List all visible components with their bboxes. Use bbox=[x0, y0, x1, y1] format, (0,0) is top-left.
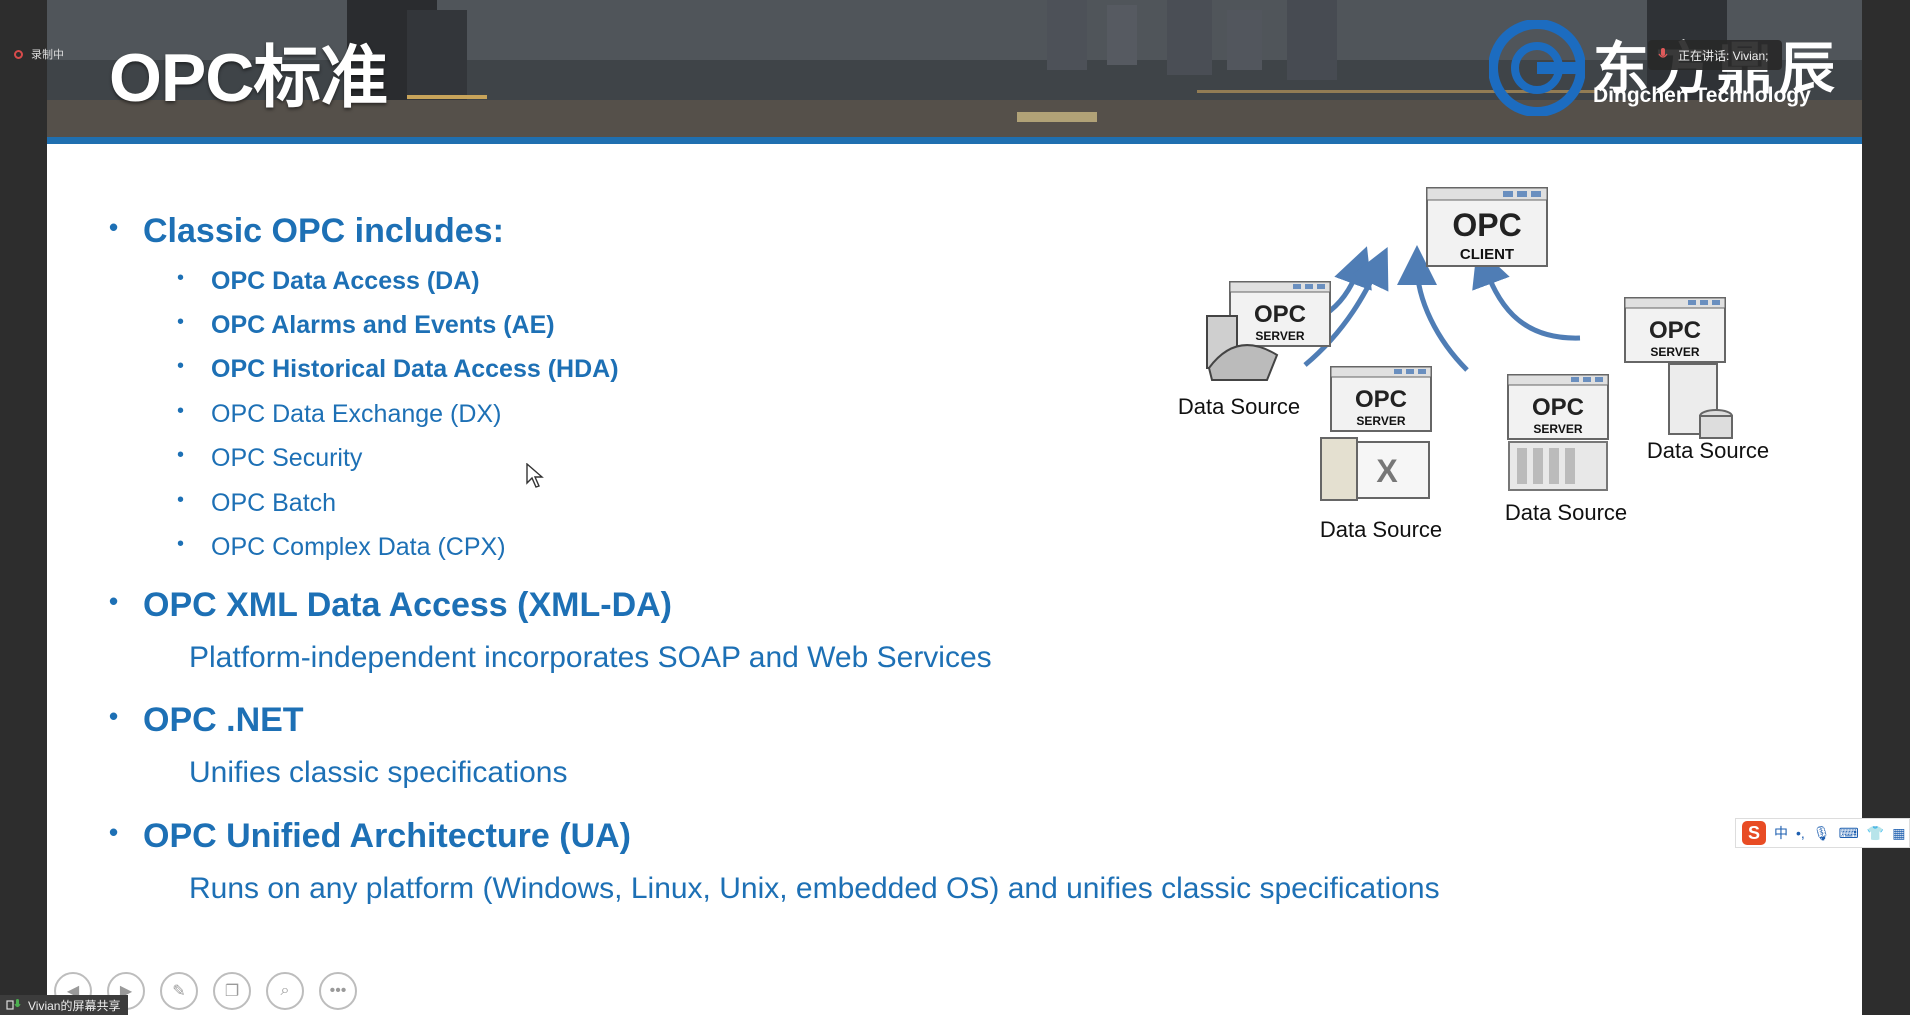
data-source-label: Data Source bbox=[1320, 517, 1442, 542]
spreadsheet-x-glyph: X bbox=[1376, 453, 1398, 489]
opc-client-window: OPC CLIENT bbox=[1426, 187, 1548, 267]
recording-indicator[interactable]: 录制中 bbox=[14, 46, 64, 62]
record-icon bbox=[14, 49, 23, 59]
keyboard-icon[interactable]: ⌨ bbox=[1838, 824, 1859, 841]
speaker-indicator: 正在讲话: Vivian; bbox=[1648, 40, 1783, 70]
screen-share-label: Vivian的屏幕共享 bbox=[0, 995, 129, 1015]
pen-icon: ✎ bbox=[172, 983, 186, 1000]
sub-bullet-label: OPC Data Access (DA) bbox=[211, 267, 480, 295]
sub-bullet-label: OPC Historical Data Access (HDA) bbox=[211, 355, 619, 383]
data-source-label: Data Source bbox=[1505, 500, 1627, 525]
server-logo-text: OPC bbox=[1649, 317, 1701, 344]
sub-bullet-label: OPC Alarms and Events (AE) bbox=[211, 311, 555, 339]
share-label-text: Vivian的屏幕共享 bbox=[28, 998, 121, 1013]
logo-english-name: Dingchen Technology bbox=[1593, 84, 1811, 107]
zoom-icon: ⌕ bbox=[280, 982, 290, 999]
skin-icon[interactable]: 👕 bbox=[1866, 824, 1885, 841]
slide-banner: OPC标准 东方鼎辰 Dingchen Technology bbox=[47, 0, 1862, 137]
sub-bullet-label: OPC Complex Data (CPX) bbox=[211, 533, 506, 561]
bullet-classic-opc-label: Classic OPC includes: bbox=[143, 212, 504, 250]
opc-server-window: OPC SERVER bbox=[1229, 281, 1331, 347]
server-label: SERVER bbox=[1533, 422, 1582, 436]
spreadsheet-pc-icon: X bbox=[1320, 437, 1430, 501]
database-server-icon bbox=[1668, 363, 1733, 439]
meeting-left-bar bbox=[0, 0, 47, 1015]
data-source-label: Data Source bbox=[1647, 438, 1769, 463]
data-source-label: Data Source bbox=[1178, 394, 1300, 419]
mouse-cursor-icon bbox=[526, 463, 544, 488]
share-mic-icon bbox=[6, 999, 21, 1010]
bullet-opc-ua-description: Runs on any platform (Windows, Linux, Un… bbox=[189, 872, 1440, 905]
server-logo-text: OPC bbox=[1532, 394, 1584, 421]
bullet-xml-da-label: OPC XML Data Access (XML-DA) bbox=[143, 586, 672, 624]
ime-mode-toggle[interactable]: 中 bbox=[1774, 825, 1788, 841]
plc-rack-icon bbox=[1508, 441, 1608, 491]
zoom-button[interactable]: ⌕ bbox=[266, 972, 304, 1010]
ime-punct-toggle[interactable]: •, bbox=[1796, 825, 1805, 841]
recording-label: 录制中 bbox=[31, 49, 64, 61]
sub-bullet-label: OPC Security bbox=[211, 444, 363, 472]
server-logo-text: OPC bbox=[1355, 386, 1407, 413]
sogou-logo-icon[interactable]: S bbox=[1742, 821, 1766, 845]
opc-architecture-diagram: OPC CLIENT OPC SERVER Data Source OPC SE… bbox=[1178, 187, 1769, 542]
bullet-opc-net-description: Unifies classic specifications bbox=[189, 756, 568, 789]
client-logo-text: OPC bbox=[1452, 207, 1521, 243]
server-label: SERVER bbox=[1255, 329, 1304, 343]
more-button[interactable]: ••• bbox=[319, 972, 357, 1010]
server-label: SERVER bbox=[1356, 414, 1405, 428]
opc-server-window: OPC SERVER bbox=[1624, 297, 1726, 363]
bullet-opc-ua-label: OPC Unified Architecture (UA) bbox=[143, 817, 632, 855]
apps-icon[interactable]: ▦ bbox=[1892, 824, 1906, 841]
company-logo-mark-icon bbox=[1489, 20, 1585, 116]
pages-icon: ❐ bbox=[224, 983, 240, 1000]
opc-server-window: OPC SERVER bbox=[1330, 366, 1432, 432]
opc-server-window: OPC SERVER bbox=[1507, 374, 1609, 440]
data-arrow bbox=[1472, 246, 1581, 341]
microphone-icon bbox=[1658, 48, 1668, 58]
pen-button[interactable]: ✎ bbox=[160, 972, 198, 1010]
pages-button[interactable]: ❐ bbox=[213, 972, 251, 1010]
mic-icon[interactable]: 🎙 bbox=[1812, 824, 1831, 841]
bullet-opc-net-label: OPC .NET bbox=[143, 701, 304, 739]
meeting-right-bar bbox=[1862, 0, 1910, 1015]
sub-bullet-label: OPC Batch bbox=[211, 489, 337, 517]
client-label: CLIENT bbox=[1460, 246, 1514, 263]
sub-bullet-label: OPC Data Exchange (DX) bbox=[211, 400, 502, 428]
data-arrow bbox=[1303, 246, 1389, 367]
bullet-xml-da-description: Platform-independent incorporates SOAP a… bbox=[189, 641, 992, 674]
server-logo-text: OPC bbox=[1254, 301, 1306, 328]
slide-title: OPC标准 bbox=[109, 40, 388, 116]
data-arrow bbox=[1397, 245, 1469, 372]
more-icon: ••• bbox=[329, 982, 347, 999]
presentation-slide: OPC标准 东方鼎辰 Dingchen Technology • Classic… bbox=[47, 0, 1862, 1015]
banner-divider bbox=[47, 137, 1862, 144]
server-label: SERVER bbox=[1650, 345, 1699, 359]
gauge-device-icon bbox=[1206, 315, 1279, 381]
speaker-label: 正在讲话: Vivian; bbox=[1678, 48, 1769, 63]
ime-toolbar[interactable]: S 中 •, 🎙 ⌨ 👕 ▦ bbox=[1735, 818, 1910, 848]
